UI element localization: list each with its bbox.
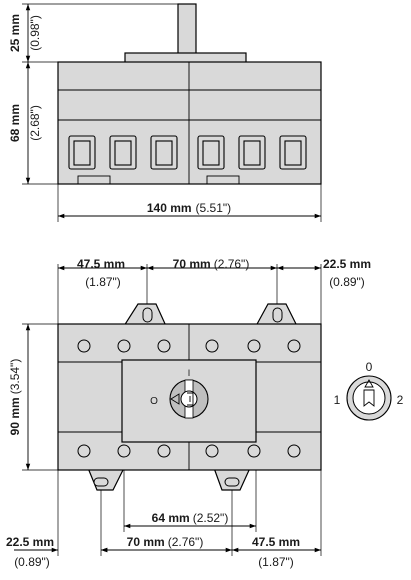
dim-25-inch-label: (0.98")	[28, 15, 42, 51]
terminal-inner	[73, 140, 91, 166]
mount-slot	[142, 307, 153, 323]
knob-position-2: 2	[397, 393, 404, 407]
mount-slot	[93, 477, 109, 487]
dim-47-5-bottom-label: 47.5 mm	[252, 535, 300, 549]
dim-64-label: 64 mm(2.52")	[152, 511, 229, 525]
mount-slot	[272, 307, 283, 323]
dim-140-label: 140 mm(5.51")	[147, 201, 231, 215]
side-foot	[77, 175, 111, 185]
knob-detail: 0 1 2	[334, 360, 404, 421]
terminal-inner	[155, 140, 173, 166]
terminal-hole	[157, 339, 171, 353]
terminal-hole	[247, 339, 261, 353]
knob-pointer-icon	[170, 393, 180, 405]
terminal-inner	[114, 140, 132, 166]
dim-22-5-top-inch: (0.89")	[329, 275, 365, 289]
dim-22-5-top-label: 22.5 mm	[323, 257, 371, 271]
terminal-hole	[287, 339, 301, 353]
dim-70-bottom-label: 70 mm(2.76")	[127, 535, 204, 549]
position-on-label: I	[188, 368, 191, 378]
dim-70-top-label: 70 mm(2.76")	[173, 257, 250, 271]
mount-slot	[224, 477, 240, 487]
terminal-hole	[287, 444, 301, 458]
terminal-hole	[77, 444, 91, 458]
terminal-hole	[205, 339, 219, 353]
lock-symbol-icon	[187, 392, 194, 406]
position-off-label: O	[150, 396, 158, 407]
terminal-hole	[117, 444, 131, 458]
terminal-inner	[202, 140, 220, 166]
dim-47-5-bottom-inch: (1.87")	[258, 555, 294, 569]
dim-90-label: 90 mm(3.54")	[8, 359, 22, 436]
dim-68-inch-label: (2.68")	[28, 105, 42, 141]
knob-position-1: 1	[334, 393, 341, 407]
knob-position-0: 0	[366, 360, 373, 374]
terminal-hole	[157, 444, 171, 458]
switch-shaft	[177, 3, 197, 57]
dim-22-5-bottom-label: 22.5 mm	[6, 535, 54, 549]
side-body	[57, 61, 322, 185]
terminal-inner	[243, 140, 261, 166]
terminal-holes	[77, 339, 301, 458]
knob-detail-pointer-icon	[364, 379, 374, 388]
terminal-hole	[117, 339, 131, 353]
side-view: 25 mm (0.98") 68 mm (2.68") 140 mm(5.51"…	[8, 3, 322, 222]
dim-22-5-bottom-inch: (0.89")	[14, 555, 50, 569]
dim-47-5-top-inch: (1.87")	[85, 275, 121, 289]
knob-detail-lock-icon	[363, 389, 375, 407]
terminal-hole	[77, 339, 91, 353]
terminal-inner	[284, 140, 302, 166]
knob-detail-inner	[352, 381, 386, 415]
dim-47-5-top-label: 47.5 mm	[77, 257, 125, 271]
dim-68-label: 68 mm	[8, 104, 22, 142]
front-view: O I 47.5 mm (1.87") 70 mm(2.76") 22.5 mm…	[6, 257, 371, 569]
side-foot	[206, 175, 240, 185]
dim-25-label: 25 mm	[8, 14, 22, 52]
terminal-hole	[205, 444, 219, 458]
side-terminals	[68, 135, 307, 170]
terminal-hole	[247, 444, 261, 458]
